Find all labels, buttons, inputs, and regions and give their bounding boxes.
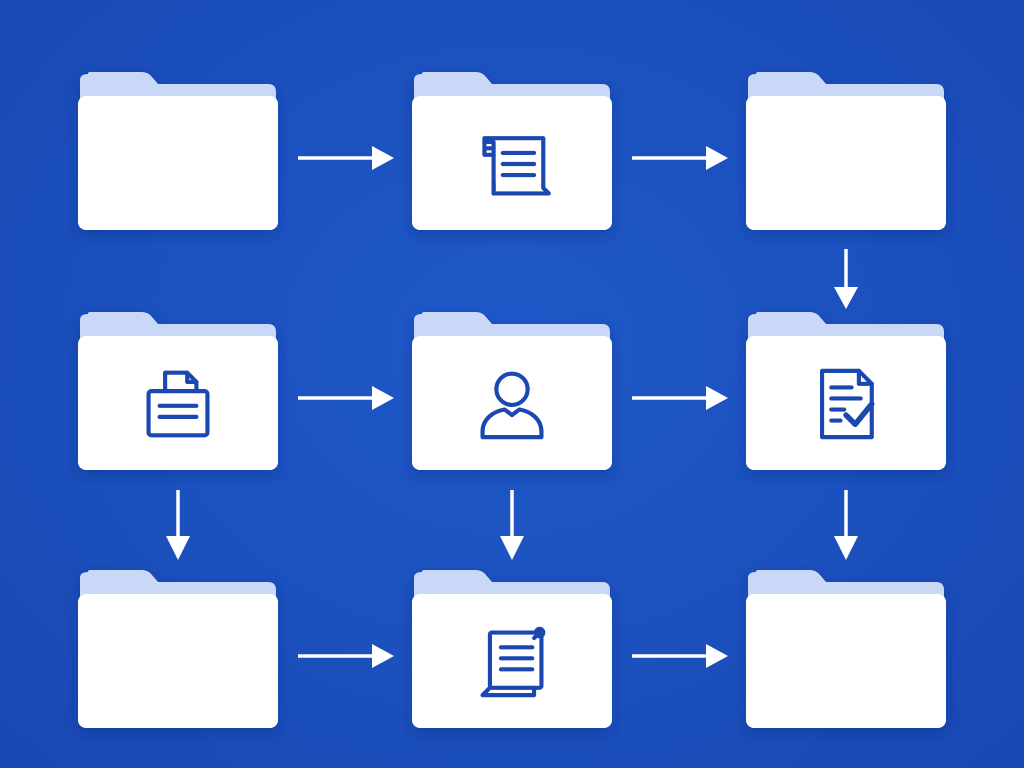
- arrow-folder-5-to-folder-6: [632, 386, 728, 410]
- scroll-document-icon: [482, 136, 551, 196]
- arrow-folder-5-to-folder-8: [500, 490, 524, 560]
- folder-shape: [78, 312, 278, 470]
- user-icon: [480, 371, 544, 440]
- folder-body: [746, 96, 946, 230]
- arrow-folder-4-to-folder-7: [166, 490, 190, 560]
- folder-shape: [746, 72, 946, 230]
- folder-6[interactable]: [746, 310, 946, 470]
- folder-4[interactable]: [78, 310, 278, 470]
- folder-3[interactable]: [746, 70, 946, 230]
- folder-shape: [412, 570, 612, 728]
- approved-document-icon: [820, 368, 875, 440]
- folder-body: [78, 336, 278, 470]
- folder-shape: [746, 570, 946, 728]
- arrow-folder-2-to-folder-3: [632, 146, 728, 170]
- arrow-folder-8-to-folder-9: [632, 644, 728, 668]
- arrow-folder-3-to-folder-6: [834, 249, 858, 309]
- folder-9[interactable]: [746, 568, 946, 728]
- folder-2[interactable]: [412, 70, 612, 230]
- folder-body: [412, 594, 612, 728]
- folder-1[interactable]: [78, 70, 278, 230]
- folder-body: [78, 96, 278, 230]
- folder-5[interactable]: [412, 310, 612, 470]
- folder-body: [746, 336, 946, 470]
- arrow-folder-4-to-folder-5: [298, 386, 394, 410]
- arrow-folder-7-to-folder-8: [298, 644, 394, 668]
- folder-8[interactable]: [412, 568, 612, 728]
- folder-shape: [78, 72, 278, 230]
- arrow-folder-1-to-folder-2: [298, 146, 394, 170]
- pinned-note-icon: [480, 626, 546, 698]
- folder-body: [78, 594, 278, 728]
- folder-7[interactable]: [78, 568, 278, 728]
- folder-body: [746, 594, 946, 728]
- folder-shape: [78, 570, 278, 728]
- folder-shape: [746, 312, 946, 470]
- arrow-folder-6-to-folder-9: [834, 490, 858, 560]
- printer-document-icon: [146, 370, 210, 438]
